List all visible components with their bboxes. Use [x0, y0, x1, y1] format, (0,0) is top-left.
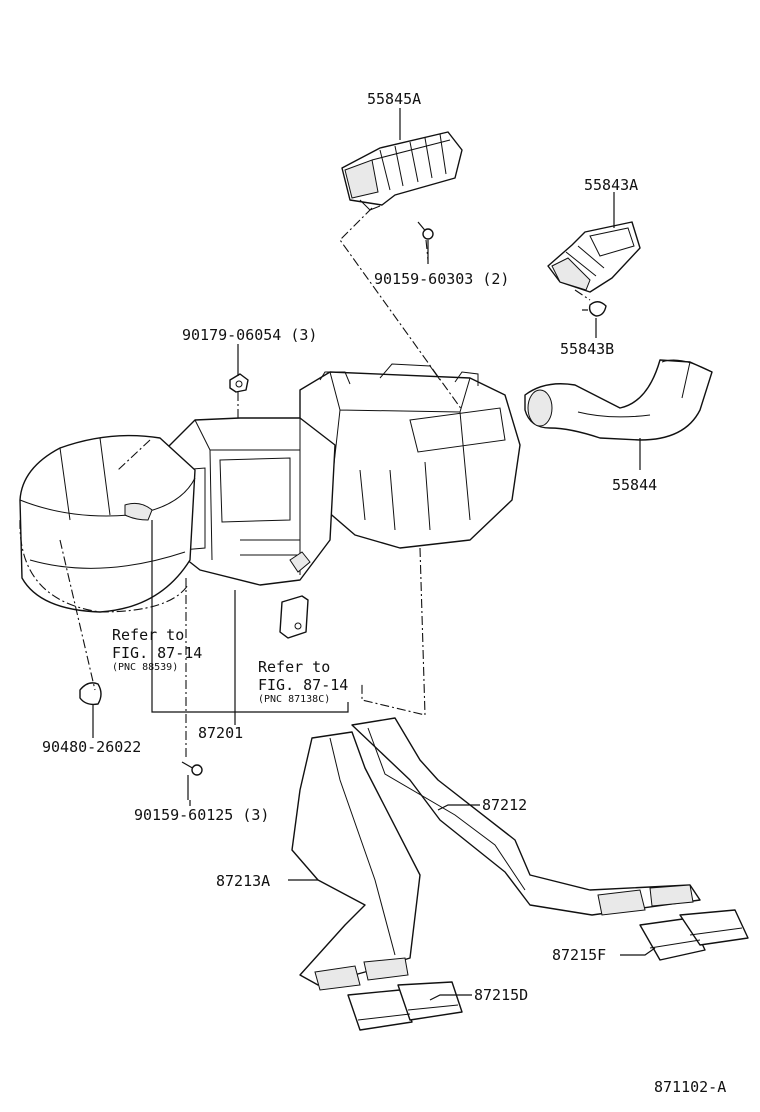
- label-55843A: 55843A: [584, 176, 638, 194]
- part-labels: 55845A 55843A 90159-60303 (2) 55843B 901…: [42, 90, 726, 1096]
- outlet-87215F-drawing: [639, 909, 749, 961]
- label-87212: 87212: [482, 796, 527, 814]
- part-55843A-drawing: [547, 221, 641, 293]
- label-90159-60125: 90159-60125 (3): [134, 806, 269, 824]
- part-55844-drawing: [524, 359, 713, 441]
- refer1-pnc: (PNC 88539): [112, 662, 178, 673]
- refer1-line1: Refer to: [112, 626, 184, 644]
- diagram-id: 871102-A: [654, 1078, 726, 1096]
- label-87201: 87201: [198, 724, 243, 742]
- refer1-line2: FIG. 87-14: [112, 644, 202, 662]
- clip-55843B-drawing: [582, 301, 607, 317]
- label-90179-06054: 90179-06054 (3): [182, 326, 317, 344]
- part-55845A-drawing: [341, 131, 463, 211]
- nut-90179-06054-drawing: [229, 373, 249, 393]
- label-87215F: 87215F: [552, 946, 606, 964]
- label-90159-60303: 90159-60303 (2): [374, 270, 509, 288]
- floor-duct-87213A-drawing: [291, 731, 421, 991]
- blower-resistor-drawing: [279, 595, 309, 639]
- floor-duct-87212-drawing: [351, 717, 701, 916]
- leader-lines: [151, 108, 656, 1001]
- refer2-pnc: (PNC 87138C): [258, 694, 330, 705]
- label-55843B: 55843B: [560, 340, 614, 358]
- refer2-line2: FIG. 87-14: [258, 676, 348, 694]
- label-55844: 55844: [612, 476, 657, 494]
- screw-90159-60303-drawing: [417, 221, 434, 240]
- grommet-90480-26022-drawing: [79, 682, 102, 738]
- outlet-87215D-drawing: [347, 981, 463, 1031]
- label-87213A: 87213A: [216, 872, 270, 890]
- label-87215D: 87215D: [474, 986, 528, 1004]
- assembly-lines: [59, 207, 591, 760]
- label-55845A: 55845A: [367, 90, 421, 108]
- refer2-line1: Refer to: [258, 658, 330, 676]
- label-90480-26022: 90480-26022: [42, 738, 141, 756]
- hvac-unit-drawing: [19, 363, 521, 613]
- screw-90159-60125-drawing: [181, 761, 203, 800]
